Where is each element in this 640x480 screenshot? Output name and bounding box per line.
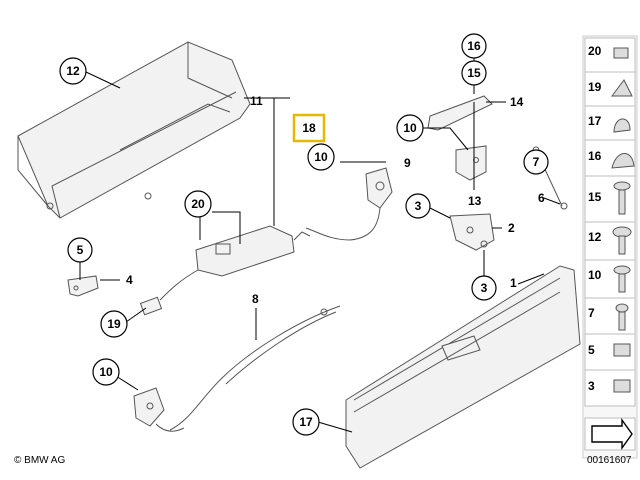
callout-14[interactable]: 14	[510, 95, 524, 109]
latch-part-10[interactable]	[133, 387, 185, 432]
callout-12[interactable]: 12	[59, 57, 87, 85]
callout-16[interactable]: 16	[461, 33, 487, 59]
svg-text:2: 2	[508, 221, 515, 235]
svg-text:20: 20	[588, 44, 602, 58]
lock-part-9[interactable]	[305, 167, 393, 241]
cable-part-8[interactable]	[169, 305, 341, 431]
svg-text:13: 13	[468, 194, 482, 208]
svg-text:3: 3	[588, 379, 595, 393]
svg-text:16: 16	[588, 149, 602, 163]
sidebar-cell-17[interactable]: 17	[584, 105, 636, 141]
svg-text:3: 3	[415, 199, 422, 213]
hinge-part-2[interactable]	[449, 213, 495, 251]
tailgate-part-1[interactable]	[345, 265, 581, 469]
callout-6[interactable]: 6	[538, 191, 545, 205]
sidebar-cell-10[interactable]: 10	[584, 259, 636, 299]
callout-1[interactable]: 1	[510, 276, 517, 290]
svg-text:17: 17	[299, 415, 313, 429]
svg-text:19: 19	[107, 317, 121, 331]
callout-9[interactable]: 9	[404, 156, 411, 170]
callout-10-lock[interactable]: 10	[307, 143, 335, 171]
sidebar-cell-7[interactable]: 7	[584, 297, 636, 335]
callout-15[interactable]: 15	[461, 60, 487, 86]
actuator-part-20[interactable]	[139, 225, 311, 316]
callout-10-latch[interactable]: 10	[92, 358, 120, 386]
callout-3-lower[interactable]: 3	[471, 275, 497, 301]
sidebar-cell-15[interactable]: 15	[584, 175, 636, 223]
sidebar-cell-19[interactable]: 19	[584, 71, 636, 107]
hinge-part-13[interactable]	[455, 145, 487, 181]
svg-text:18: 18	[302, 121, 316, 135]
callout-4[interactable]: 4	[126, 273, 133, 287]
svg-text:16: 16	[467, 39, 481, 53]
svg-text:10: 10	[99, 365, 113, 379]
callout-18-highlighted[interactable]: 18	[292, 113, 326, 143]
svg-text:5: 5	[588, 343, 595, 357]
sidebar-cell-12[interactable]: 12	[584, 221, 636, 261]
sidebar-cell-3[interactable]: 3	[584, 369, 636, 407]
next-page-arrow-icon[interactable]	[584, 417, 636, 451]
svg-text:5: 5	[77, 243, 84, 257]
svg-text:9: 9	[404, 156, 411, 170]
svg-text:7: 7	[533, 155, 540, 169]
svg-text:3: 3	[481, 281, 488, 295]
svg-text:19: 19	[588, 80, 602, 94]
callout-11[interactable]: 11	[250, 94, 263, 108]
svg-text:17: 17	[588, 114, 602, 128]
callout-20[interactable]: 20	[184, 190, 212, 218]
svg-text:15: 15	[467, 66, 481, 80]
callout-19[interactable]: 19	[100, 310, 128, 338]
svg-text:10: 10	[403, 121, 417, 135]
svg-text:4: 4	[126, 273, 133, 287]
trim-panel-part-12[interactable]	[17, 41, 251, 219]
svg-text:15: 15	[588, 190, 602, 204]
svg-text:20: 20	[191, 197, 205, 211]
svg-text:14: 14	[510, 95, 524, 109]
svg-text:12: 12	[66, 64, 80, 78]
handle-part-14[interactable]	[427, 95, 493, 131]
callout-13[interactable]: 13	[468, 194, 482, 208]
svg-text:10: 10	[314, 150, 328, 164]
svg-text:8: 8	[252, 292, 259, 306]
callout-5[interactable]: 5	[67, 237, 93, 263]
svg-text:11: 11	[250, 94, 263, 108]
svg-text:10: 10	[588, 268, 602, 282]
callout-17[interactable]: 17	[292, 408, 320, 436]
diagram-code: 00161607	[587, 455, 632, 466]
svg-text:12: 12	[588, 230, 602, 244]
svg-text:7: 7	[588, 306, 595, 320]
sidebar-cell-20[interactable]: 20	[584, 37, 636, 73]
bracket-part-4[interactable]	[67, 275, 99, 297]
leader-lines	[79, 56, 561, 433]
svg-text:6: 6	[538, 191, 545, 205]
callout-2[interactable]: 2	[508, 221, 515, 235]
callout-10-handle[interactable]: 10	[396, 114, 424, 142]
callout-8[interactable]: 8	[252, 292, 259, 306]
svg-text:1: 1	[510, 276, 517, 290]
sidebar-cell-16[interactable]: 16	[584, 139, 636, 177]
sidebar-cell-5[interactable]: 5	[584, 333, 636, 371]
copyright-text: © BMW AG	[14, 455, 65, 466]
callout-7[interactable]: 7	[523, 149, 549, 175]
callout-3-upper[interactable]: 3	[405, 193, 431, 219]
